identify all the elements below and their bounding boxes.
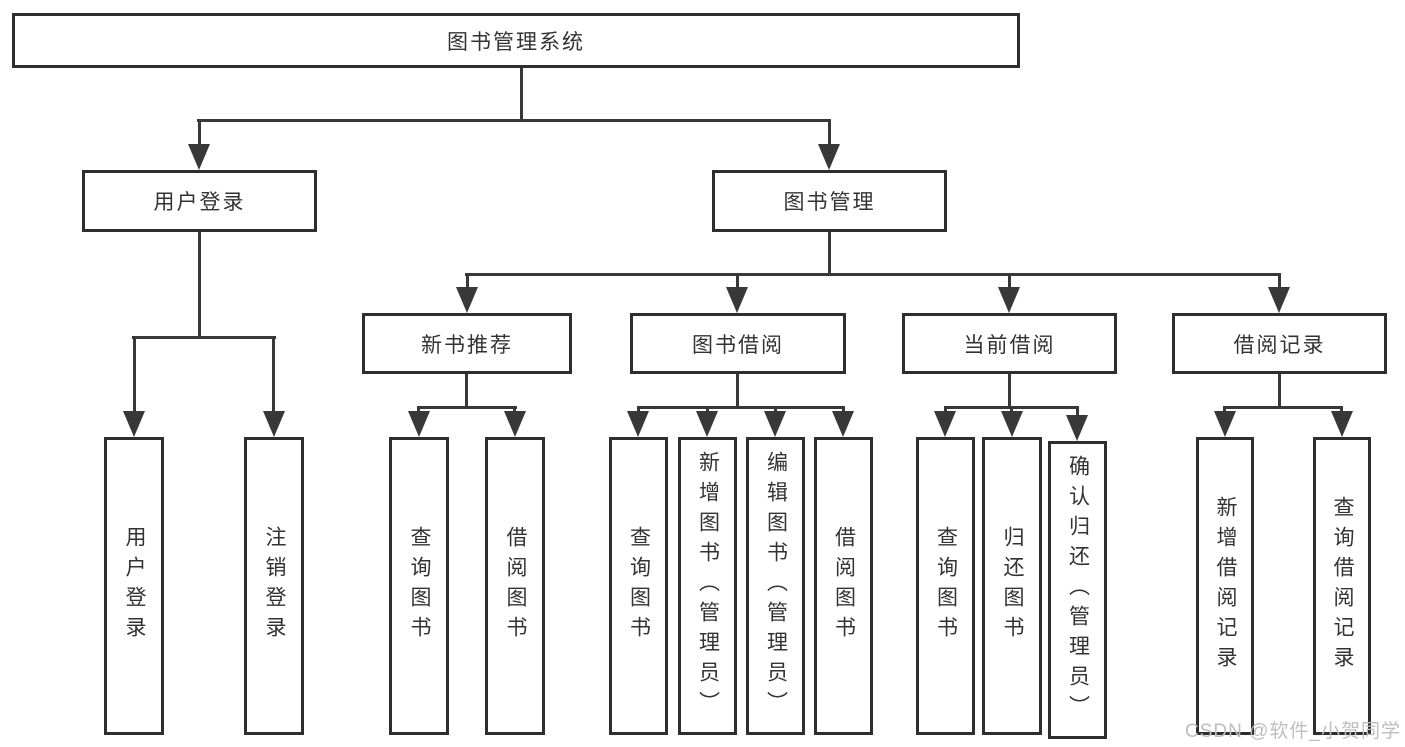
arrow-down-icon — [764, 411, 786, 437]
node-book-borrowing: 图书借阅 — [630, 313, 846, 374]
node-label: 新书推荐 — [421, 333, 513, 357]
connector-line — [417, 406, 517, 409]
leaf-add-books-admin: 新增图书（管理员） — [678, 437, 737, 735]
node-borrowing-records: 借阅记录 — [1172, 313, 1387, 374]
connector-line — [1340, 406, 1343, 414]
leaf-label: 查询图书 — [408, 526, 432, 646]
leaf-label: 用户登录 — [123, 526, 147, 646]
connector-line — [828, 232, 831, 273]
arrow-down-icon — [456, 287, 478, 313]
arrow-down-icon — [627, 411, 649, 437]
leaf-label: 新增图书（管理员） — [696, 451, 720, 721]
connector-line — [513, 406, 516, 414]
arrow-down-icon — [1001, 411, 1023, 437]
connector-line — [197, 119, 831, 122]
leaf-label: 查询图书 — [627, 526, 651, 646]
node-new-book-recommend: 新书推荐 — [362, 313, 572, 374]
arrow-down-icon — [1214, 411, 1236, 437]
node-label: 用户登录 — [153, 191, 246, 214]
node-root: 图书管理系统 — [12, 13, 1020, 68]
leaf-logout: 注销登录 — [244, 437, 304, 735]
node-root-label: 图书管理系统 — [447, 30, 585, 54]
arrow-down-icon — [504, 411, 526, 437]
leaf-query-books-current: 查询图书 — [916, 437, 975, 735]
connector-line — [637, 406, 640, 414]
leaf-label: 注销登录 — [263, 526, 287, 646]
connector-line — [198, 232, 201, 336]
leaf-label: 新增借阅记录 — [1214, 496, 1238, 676]
node-current-borrowing: 当前借阅 — [902, 313, 1117, 374]
leaf-query-books-recommend: 查询图书 — [389, 437, 449, 735]
leaf-label: 确认归还（管理员） — [1066, 455, 1090, 725]
leaf-add-borrow-record: 新增借阅记录 — [1196, 437, 1254, 735]
connector-line — [1008, 373, 1011, 406]
connector-line — [1223, 406, 1226, 414]
leaf-label: 查询借阅记录 — [1331, 496, 1355, 676]
arrow-down-icon — [832, 411, 854, 437]
arrow-down-icon — [1331, 411, 1353, 437]
connector-line — [706, 406, 709, 414]
node-label: 图书管理 — [783, 191, 876, 214]
leaf-label: 归还图书 — [1001, 526, 1025, 646]
connector-line — [774, 406, 777, 414]
arrow-down-icon — [1066, 415, 1088, 441]
connector-line — [736, 373, 739, 406]
node-label: 图书借阅 — [692, 333, 784, 357]
arrow-down-icon — [934, 411, 956, 437]
arrow-down-icon — [188, 144, 210, 170]
arrow-down-icon — [123, 411, 145, 437]
connector-line — [828, 119, 831, 150]
leaf-label: 借阅图书 — [832, 526, 856, 646]
connector-line — [417, 406, 420, 414]
connector-line — [1223, 406, 1343, 409]
connector-line — [637, 406, 845, 409]
connector-line — [944, 406, 947, 414]
leaf-borrow-books-recommend: 借阅图书 — [485, 437, 545, 735]
connector-line — [1076, 406, 1079, 418]
arrow-down-icon — [1268, 287, 1290, 313]
connector-line — [132, 336, 276, 339]
leaf-user-login: 用户登录 — [104, 437, 164, 735]
leaf-query-borrow-record: 查询借阅记录 — [1313, 437, 1371, 735]
arrow-down-icon — [818, 144, 840, 170]
connector-line — [1008, 273, 1011, 289]
connector-line — [198, 119, 201, 150]
connector-line — [465, 373, 468, 406]
connector-line — [272, 336, 275, 413]
connector-line — [520, 68, 523, 119]
arrow-down-icon — [263, 411, 285, 437]
leaf-label: 编辑图书（管理员） — [764, 451, 788, 721]
leaf-label: 查询图书 — [934, 526, 958, 646]
arrow-down-icon — [726, 287, 748, 313]
leaf-confirm-return-admin: 确认归还（管理员） — [1048, 441, 1107, 739]
connector-line — [1010, 406, 1013, 414]
connector-line — [1278, 273, 1281, 289]
leaf-return-books: 归还图书 — [982, 437, 1042, 735]
node-label: 借阅记录 — [1233, 333, 1326, 357]
connector-line — [465, 273, 1281, 276]
arrow-down-icon — [408, 411, 430, 437]
arrow-down-icon — [998, 287, 1020, 313]
leaf-borrow-books-borrowing: 借阅图书 — [814, 437, 873, 735]
csdn-watermark: CSDN @软件_小贺同学 — [1185, 721, 1401, 742]
leaf-edit-books-admin: 编辑图书（管理员） — [746, 437, 805, 735]
connector-line — [133, 336, 136, 413]
connector-line — [1278, 373, 1281, 406]
node-book-management: 图书管理 — [712, 170, 947, 232]
connector-line — [842, 406, 845, 414]
connector-line — [466, 273, 469, 289]
leaf-query-books-borrowing: 查询图书 — [609, 437, 668, 735]
leaf-label: 借阅图书 — [504, 526, 528, 646]
arrow-down-icon — [696, 411, 718, 437]
connector-line — [736, 273, 739, 289]
node-label: 当前借阅 — [963, 333, 1056, 357]
node-user-login-group: 用户登录 — [82, 170, 317, 232]
